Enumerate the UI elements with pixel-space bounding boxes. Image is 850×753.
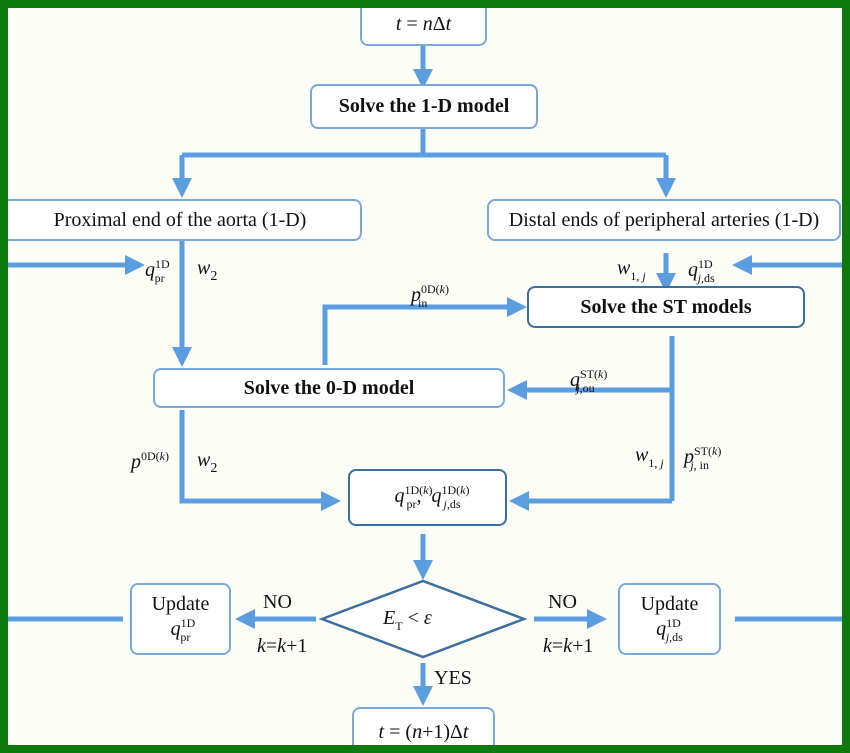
- distal-label: Distal ends of peripheral arteries (1-D): [508, 208, 820, 231]
- solve-st-label: Solve the ST models: [580, 295, 752, 318]
- decision-label: ET < ε: [383, 607, 432, 633]
- solve-0d-label: Solve the 0-D model: [243, 376, 415, 399]
- proximal-box: Proximal end of the aorta (1-D): [8, 199, 362, 241]
- label-w2-bottom: w2: [197, 449, 218, 476]
- update-left-box: Update q1Dpr: [130, 583, 231, 655]
- update-left-label: Update: [151, 593, 210, 615]
- solve-st-box: Solve the ST models: [527, 286, 805, 328]
- update-left-q: q1Dpr: [170, 616, 196, 644]
- center-q-box: q1D(k)pr, q1D(k)j,ds: [348, 469, 507, 526]
- label-q-pr: q1Dpr: [145, 257, 170, 285]
- label-no-left: NO: [263, 591, 292, 613]
- label-yes: YES: [434, 667, 472, 689]
- decision-diamond: [318, 579, 528, 659]
- label-w2-top: w2: [197, 257, 218, 284]
- distal-box: Distal ends of peripheral arteries (1-D): [487, 199, 841, 241]
- label-p-j-in: pST(k)j, in: [684, 444, 722, 472]
- center-q-label: q1D(k)pr, q1D(k)j,ds: [394, 483, 470, 511]
- label-w1j-top: w1, j: [617, 257, 646, 283]
- arrow-0d-to-center: [179, 410, 341, 511]
- label-p-in: p0D(k)in: [411, 282, 449, 310]
- label-w1j-bottom: w1, j: [635, 444, 664, 470]
- label-p-0d: p0D(k): [131, 449, 169, 473]
- label-k-left: k=k+1: [257, 635, 308, 657]
- arrow-layer: [8, 46, 842, 706]
- label-k-right: k=k+1: [543, 635, 594, 657]
- proximal-label: Proximal end of the aorta (1-D): [53, 208, 307, 231]
- arrow-0d-to-st: [322, 297, 527, 365]
- update-right-q: q1Dj,ds: [656, 616, 683, 644]
- solve-1d-box: Solve the 1-D model: [310, 84, 538, 129]
- label-q-j-ou: qST(k)j,ou: [570, 367, 608, 395]
- update-right-label: Update: [640, 593, 699, 615]
- label-q-j-ds: q1Dj,ds: [688, 257, 715, 285]
- update-right-box: Update q1Dj,ds: [618, 583, 721, 655]
- solve-0d-box: Solve the 0-D model: [153, 368, 505, 408]
- label-no-right: NO: [548, 591, 577, 613]
- solve-1d-label: Solve the 1-D model: [338, 95, 510, 117]
